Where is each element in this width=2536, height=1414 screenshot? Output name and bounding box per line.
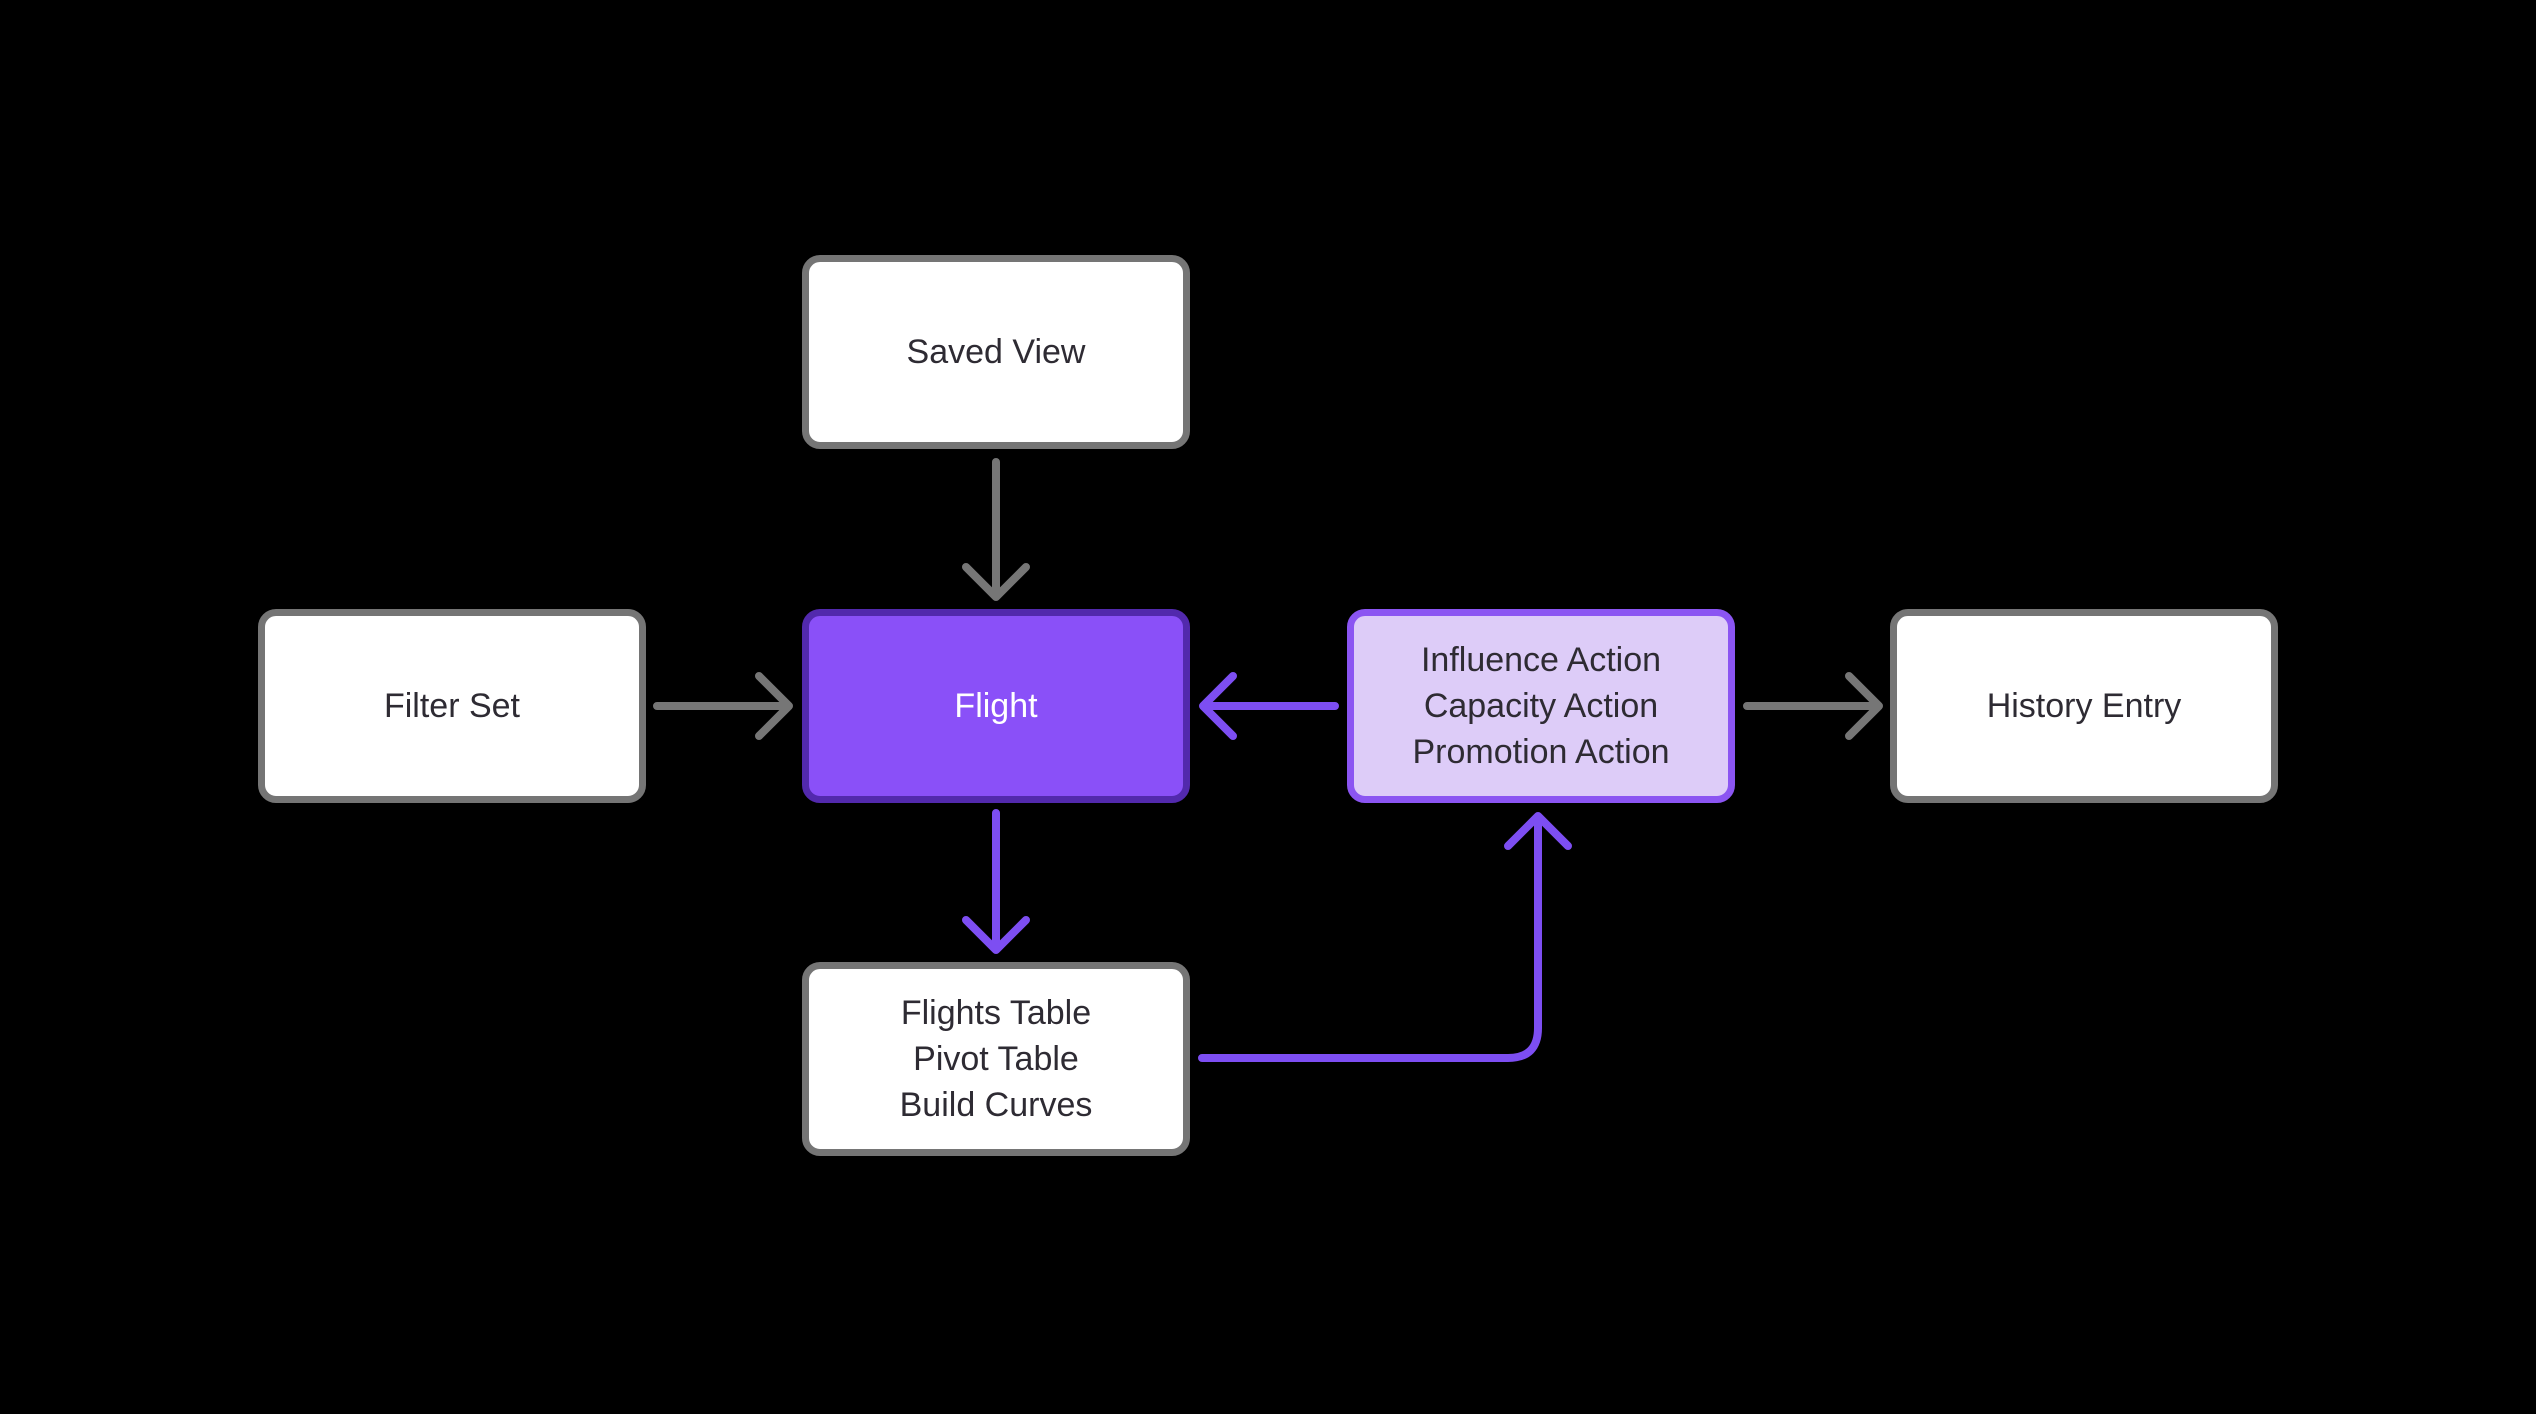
node-filter-set-label: Filter Set <box>383 687 521 725</box>
edge-flight-to-tables-arrow <box>962 809 1030 954</box>
edge-actions-to-history-entry-arrow <box>1743 672 1883 740</box>
node-history-entry: History Entry <box>1890 609 2278 803</box>
node-actions-line-influence: Influence Action <box>1420 641 1662 679</box>
node-filter-set: Filter Set <box>258 609 646 803</box>
node-actions-line-capacity: Capacity Action <box>1423 687 1659 725</box>
edge-filter-set-to-flight-arrow <box>653 672 793 740</box>
node-tables: Flights Table Pivot Table Build Curves <box>802 962 1190 1156</box>
node-actions-line-promotion: Promotion Action <box>1412 733 1670 771</box>
node-tables-line-pivot-table: Pivot Table <box>913 1040 1079 1078</box>
edge-actions-to-flight-arrow <box>1199 672 1339 740</box>
node-tables-line-flights-table: Flights Table <box>900 994 1092 1032</box>
node-tables-line-build-curves: Build Curves <box>899 1086 1093 1124</box>
edge-saved-view-to-flight-arrow <box>962 458 1030 601</box>
node-saved-view-label: Saved View <box>906 333 1086 371</box>
node-flight: Flight <box>802 609 1190 803</box>
node-history-entry-label: History Entry <box>1986 687 2182 725</box>
node-flight-label: Flight <box>954 687 1038 725</box>
node-actions: Influence Action Capacity Action Promoti… <box>1347 609 1735 803</box>
node-saved-view: Saved View <box>802 255 1190 449</box>
edge-tables-to-actions-elbow-arrow <box>1198 812 1572 1062</box>
